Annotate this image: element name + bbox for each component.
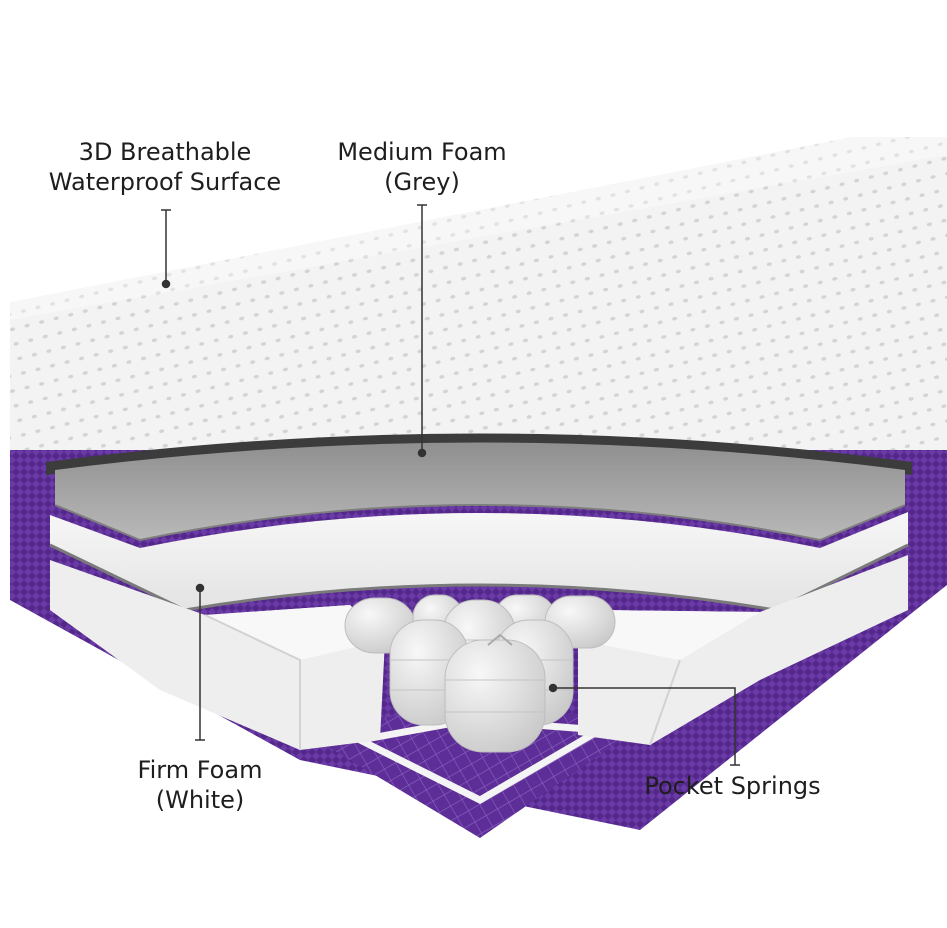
leader-surface	[161, 209, 171, 289]
firm-foam-label: Firm Foam (White)	[110, 755, 290, 815]
medium-foam-label-line-2: (Grey)	[384, 168, 460, 196]
leader-firm-foam	[195, 583, 205, 741]
pocket-springs-label: Pocket Springs	[630, 771, 835, 801]
firm-foam-lower-left	[50, 560, 385, 750]
medium-foam-layer	[54, 442, 906, 542]
firm-foam-lower-right	[578, 555, 908, 746]
leader-medium-foam	[417, 204, 427, 458]
leader-lines	[161, 204, 740, 766]
firm-foam-label-line-1: Firm Foam	[137, 756, 263, 784]
cut-edge-shadow	[46, 433, 912, 475]
pocket-springs	[344, 594, 616, 753]
surface-label-line-2: Waterproof Surface	[48, 168, 282, 196]
pocket-springs-label-line-1: Pocket Springs	[644, 772, 821, 800]
mattress-top-surface	[10, 137, 947, 450]
leader-pocket-springs	[548, 683, 740, 766]
surface-label-line-1: 3D Breathable	[78, 138, 252, 166]
firm-foam-upper-layer	[49, 512, 909, 612]
medium-foam-label-line-1: Medium Foam	[337, 138, 507, 166]
medium-foam-label: Medium Foam (Grey)	[322, 137, 522, 197]
spring	[444, 633, 546, 753]
firm-foam-label-line-2: (White)	[155, 786, 245, 814]
surface-label: 3D Breathable Waterproof Surface	[40, 137, 290, 197]
